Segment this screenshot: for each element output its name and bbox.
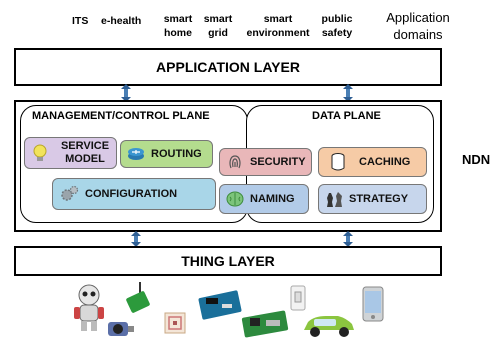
routing-block: ROUTING (120, 140, 213, 168)
service-model-label: SERVICE MODEL (60, 140, 110, 165)
caching-label: CACHING (359, 156, 411, 168)
electric-car-icon (300, 312, 358, 343)
arrow-app-right (343, 84, 353, 102)
routing-label: ROUTING (151, 148, 202, 160)
arrow-thing-right (343, 231, 353, 247)
management-plane-title: MANAGEMENT/CONTROL PLANE (32, 110, 210, 122)
arduino-board-icon (198, 290, 242, 325)
security-label: SECURITY (250, 156, 306, 168)
domain-smart-environment: smart environment (246, 13, 310, 39)
security-block: SECURITY (219, 148, 312, 176)
webcam-icon (106, 318, 136, 343)
robot-icon (70, 283, 108, 338)
rfid-tag-icon (164, 312, 186, 339)
smartphone-icon (362, 286, 384, 327)
gears-icon (59, 183, 81, 205)
raspberry-pi-icon (240, 308, 290, 343)
thing-layer: THING LAYER (14, 246, 442, 276)
domain-its: ITS (72, 15, 89, 27)
arrow-app-left (121, 84, 131, 102)
caching-block: CACHING (318, 147, 427, 177)
router-icon (125, 143, 147, 165)
chess-pieces-icon (323, 188, 345, 210)
strategy-label: STRATEGY (349, 193, 409, 205)
domain-smart-home: smart home (163, 13, 193, 39)
ndn-label: NDN (462, 152, 491, 167)
application-layer: APPLICATION LAYER (14, 48, 442, 86)
domain-smart-grid: smart grid (203, 13, 233, 39)
service-model-block: SERVICE MODEL (24, 137, 117, 169)
arrow-thing-left (131, 231, 141, 247)
naming-label: NAMING (250, 193, 295, 205)
database-icon (327, 151, 349, 173)
ndn-box (14, 100, 442, 232)
strategy-block: STRATEGY (318, 184, 427, 214)
domain-public-safety: public safety (321, 13, 353, 39)
naming-block: NAMING (219, 184, 309, 214)
light-switch-icon (290, 285, 306, 316)
domains-caption: Application domains (386, 10, 450, 42)
brain-icon (224, 188, 246, 210)
configuration-label: CONFIGURATION (85, 188, 178, 200)
data-plane-title: DATA PLANE (312, 110, 381, 122)
fingerprint-icon (224, 151, 246, 173)
lightbulb-icon (29, 142, 51, 164)
domain-e-health: e-health (101, 15, 142, 27)
sensor-board-icon (126, 282, 150, 319)
configuration-block: CONFIGURATION (52, 178, 216, 210)
